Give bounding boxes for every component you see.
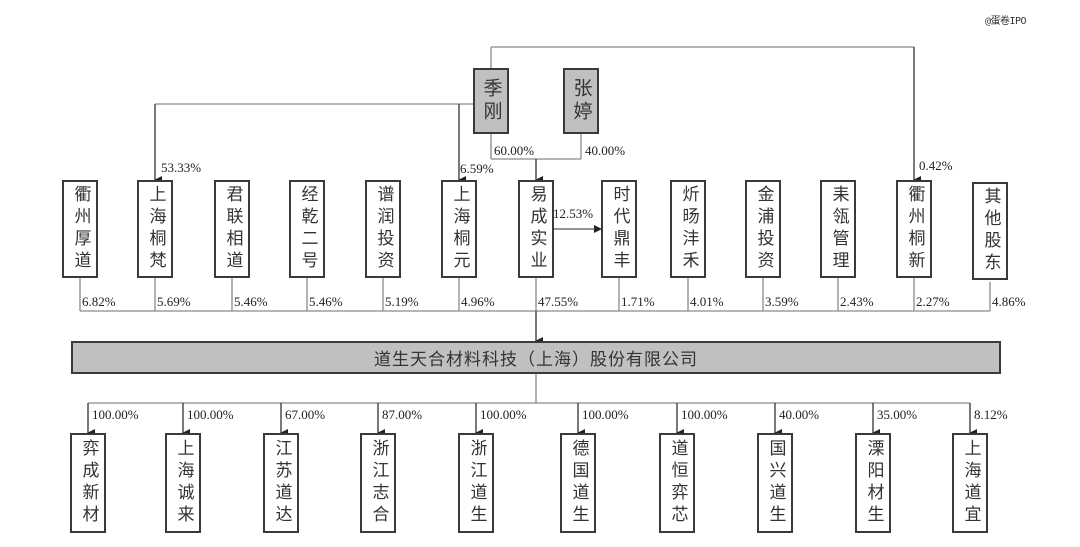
- subsidiary-pct-label: 35.00%: [877, 407, 918, 422]
- shareholder-name: 其他股东: [980, 187, 1001, 275]
- subsidiary-box: 道恒弈芯: [659, 433, 695, 533]
- shareholder-name: 耒瓴管理: [828, 185, 849, 273]
- subsidiary-pct-label: 8.12%: [974, 407, 1008, 422]
- subsidiary-box: 弈成新材: [70, 433, 106, 533]
- company-name: 道生天合材料科技（上海）股份有限公司: [374, 350, 698, 370]
- pct-label-jigang-tongxin: 0.42%: [919, 158, 953, 173]
- shareholder-box: 上海桐元: [441, 180, 477, 278]
- pct-label-jigang-tongfan: 53.33%: [161, 160, 202, 175]
- subsidiary-pct-label: 100.00%: [187, 407, 234, 422]
- shareholder-pct-label: 4.01%: [690, 294, 724, 309]
- shareholder-name: 金浦投资: [753, 185, 774, 273]
- subsidiary-box: 国兴道生: [757, 433, 793, 533]
- shareholder-pct-label: 4.86%: [992, 294, 1026, 309]
- shareholder-name: 易成实业: [526, 185, 547, 273]
- subsidiary-name: 弈成新材: [78, 439, 99, 527]
- shareholder-pct-label: 6.82%: [82, 294, 116, 309]
- shareholder-name: 谱润投资: [373, 185, 394, 273]
- shareholder-name: 上海桐梵: [145, 185, 166, 273]
- person-box-ji-gang: 季刚: [473, 68, 509, 134]
- shareholder-pct-label: 5.69%: [157, 294, 191, 309]
- subsidiary-pct-label: 100.00%: [92, 407, 139, 422]
- shareholder-pct-label: 4.96%: [461, 294, 495, 309]
- shareholder-pct-label: 2.43%: [840, 294, 874, 309]
- shareholder-name: 衢州桐新: [904, 185, 925, 273]
- watermark: @蛋卷IPO: [985, 16, 1027, 27]
- person-name: 季刚: [480, 78, 503, 124]
- shareholder-box: 经乾二号: [289, 180, 325, 278]
- shareholder-name: 君联相道: [222, 185, 243, 273]
- shareholder-box: 其他股东: [972, 182, 1008, 280]
- shareholder-box: 衢州厚道: [62, 180, 98, 278]
- subsidiary-name: 上海诚来: [173, 439, 194, 527]
- subsidiary-pct-label: 40.00%: [779, 407, 820, 422]
- subsidiary-name: 上海道宜: [960, 439, 981, 527]
- shareholder-name: 衢州厚道: [70, 185, 91, 273]
- subsidiary-name: 国兴道生: [765, 439, 786, 527]
- subsidiary-pct-label: 100.00%: [582, 407, 629, 422]
- shareholder-box: 谱润投资: [365, 180, 401, 278]
- shareholder-box: 时代鼎丰: [601, 180, 637, 278]
- shareholder-box: 金浦投资: [745, 180, 781, 278]
- subsidiary-pct-label: 67.00%: [285, 407, 326, 422]
- shareholder-box: 炘旸沣禾: [670, 180, 706, 278]
- subsidiary-name: 溧阳材生: [863, 439, 884, 527]
- shareholder-name: 时代鼎丰: [609, 185, 630, 273]
- shareholder-box: 上海桐梵: [137, 180, 173, 278]
- pct-label-jigang-yicheng: 60.00%: [494, 143, 535, 158]
- subsidiary-pct-label: 100.00%: [681, 407, 728, 422]
- shareholder-pct-label: 3.59%: [765, 294, 799, 309]
- shareholder-pct-label: 1.71%: [621, 294, 655, 309]
- subsidiary-box: 浙江道生: [458, 433, 494, 533]
- subsidiary-name: 道恒弈芯: [667, 439, 688, 527]
- shareholder-box: 君联相道: [214, 180, 250, 278]
- subsidiary-name: 浙江志合: [368, 439, 389, 527]
- shareholder-pct-label: 5.46%: [309, 294, 343, 309]
- subsidiary-box: 江苏道达: [263, 433, 299, 533]
- subsidiary-pct-label: 87.00%: [382, 407, 423, 422]
- person-name: 张婷: [570, 78, 593, 124]
- shareholder-name: 上海桐元: [449, 185, 470, 273]
- shareholder-box: 衢州桐新: [896, 180, 932, 278]
- shareholder-pct-label: 47.55%: [538, 294, 579, 309]
- shareholder-box: 耒瓴管理: [820, 180, 856, 278]
- company-box: 道生天合材料科技（上海）股份有限公司: [71, 341, 1001, 374]
- shareholder-pct-label: 2.27%: [916, 294, 950, 309]
- pct-label-yicheng-shidai: 12.53%: [553, 206, 594, 221]
- person-box-zhang-ting: 张婷: [563, 68, 599, 134]
- subsidiary-box: 浙江志合: [360, 433, 396, 533]
- shareholder-box: 易成实业: [518, 180, 554, 278]
- subsidiary-box: 溧阳材生: [855, 433, 891, 533]
- pct-label-zhangting-yicheng: 40.00%: [585, 143, 626, 158]
- pct-label-jigang-tongyuan: 6.59%: [460, 161, 494, 176]
- subsidiary-name: 德国道生: [568, 439, 589, 527]
- subsidiary-pct-label: 100.00%: [480, 407, 527, 422]
- subsidiary-name: 浙江道生: [466, 439, 487, 527]
- subsidiary-box: 上海道宜: [952, 433, 988, 533]
- shareholder-pct-label: 5.19%: [385, 294, 419, 309]
- shareholder-name: 炘旸沣禾: [678, 185, 699, 273]
- subsidiary-name: 江苏道达: [271, 439, 292, 527]
- shareholder-pct-label: 5.46%: [234, 294, 268, 309]
- subsidiary-box: 德国道生: [560, 433, 596, 533]
- subsidiary-box: 上海诚来: [165, 433, 201, 533]
- shareholder-name: 经乾二号: [297, 185, 318, 273]
